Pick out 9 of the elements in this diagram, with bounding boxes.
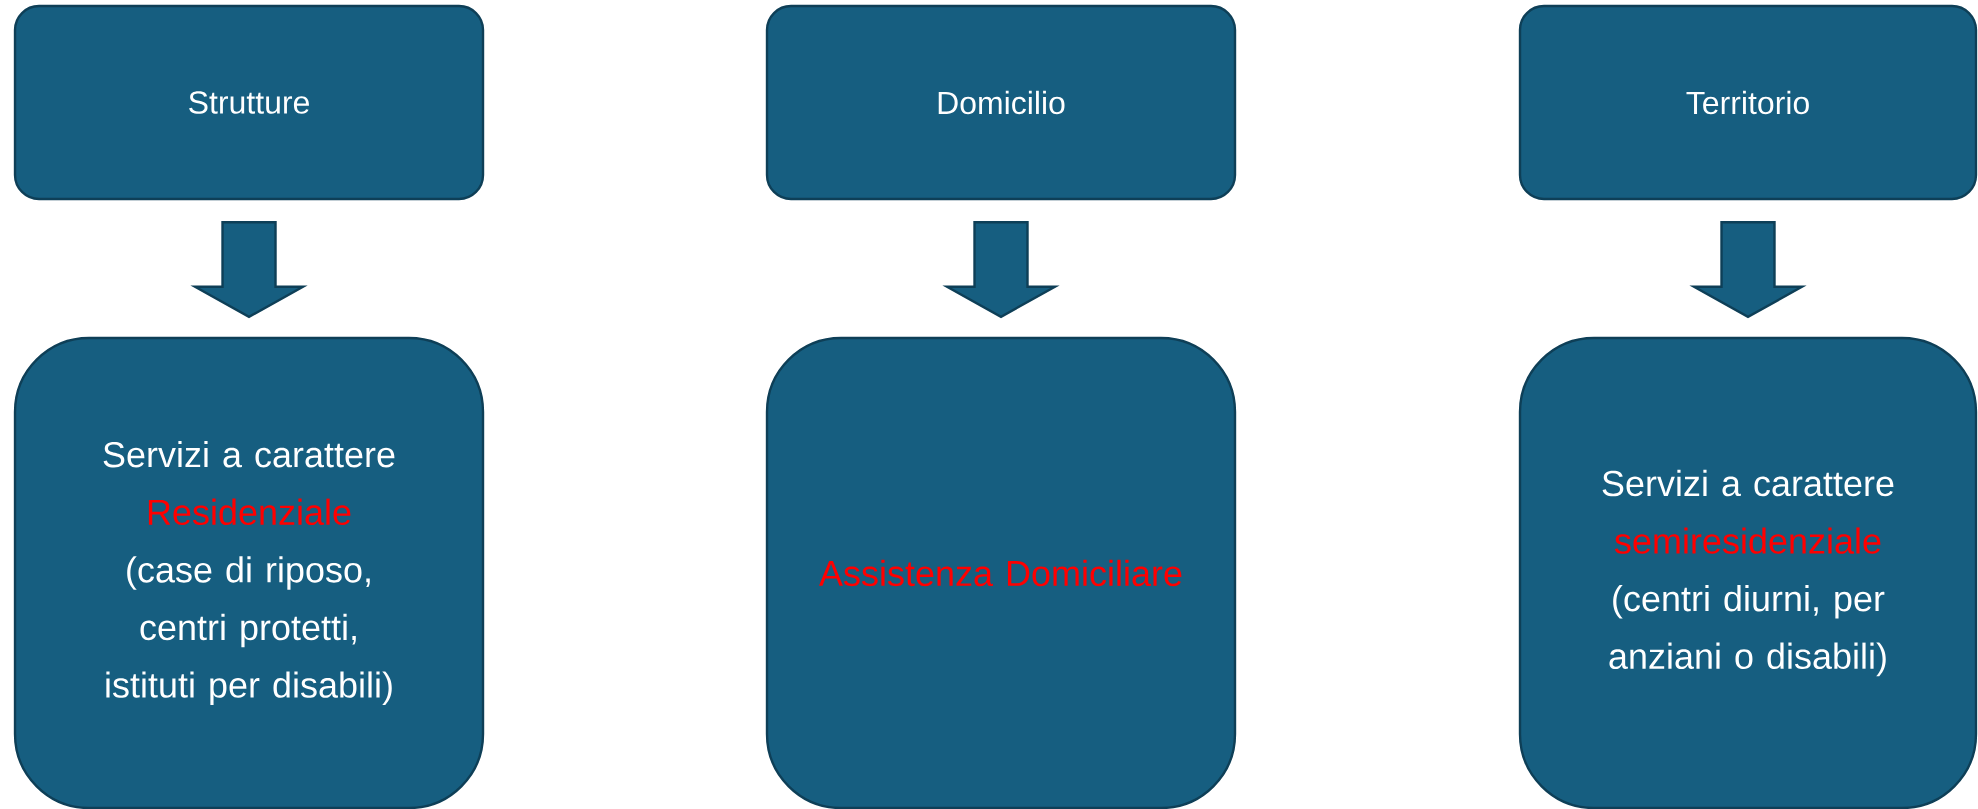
- block-arrow: [190, 221, 308, 319]
- block-arrow: [942, 221, 1060, 319]
- category-box: Strutture: [13, 4, 485, 201]
- service-box: Servizi a carattere Residenziale (case di riposo, centri protetti, istituti per disabili): [13, 336, 485, 809]
- service-box: Assistenza Domiciliare: [765, 336, 1237, 809]
- service-box: Servizi a carattere semiresidenziale (centri diurni, per anziani o disabili): [1518, 336, 1978, 809]
- category-box: Territorio: [1518, 4, 1978, 201]
- block-arrow: [1689, 221, 1807, 319]
- category-box: Domicilio: [765, 4, 1237, 201]
